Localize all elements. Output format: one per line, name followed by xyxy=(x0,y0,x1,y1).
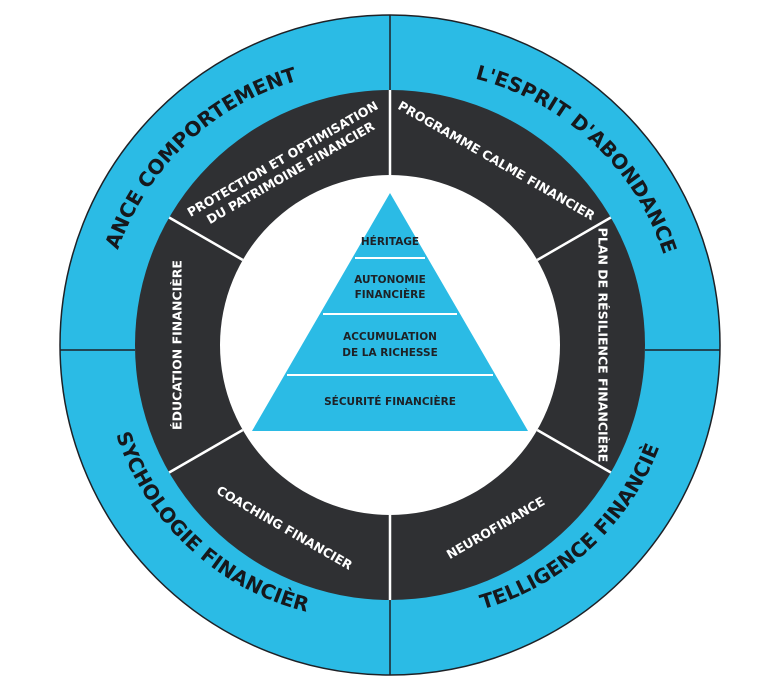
middle-label-plan-line-1: PLAN DE RÉSILIENCE FINANCIÈRE xyxy=(596,228,611,463)
middle-divider-5 xyxy=(168,428,244,474)
middle-divider-3 xyxy=(536,428,612,474)
middle-ring-dividers xyxy=(168,90,612,600)
pyramid-level-autonomie-2: FINANCIÈRE xyxy=(355,288,426,301)
pyramid-shape xyxy=(252,193,528,431)
middle-segment-plan: PLAN DE RÉSILIENCE FINANCIÈRE xyxy=(596,228,611,463)
pyramid-level-securite: SÉCURITÉ FINANCIÈRE xyxy=(324,395,456,408)
pyramid-level-heritage: HÉRITAGE xyxy=(361,235,419,248)
pyramid-level-accumulation-1: ACCUMULATION xyxy=(343,331,437,343)
middle-segment-education: ÉDUCATION FINANCIÈRE xyxy=(170,260,185,430)
middle-label-education-line-1: ÉDUCATION FINANCIÈRE xyxy=(170,260,185,430)
middle-divider-6 xyxy=(168,216,244,262)
pyramid-level-autonomie-1: AUTONOMIE xyxy=(354,274,426,286)
pyramid-level-accumulation-2: DE LA RICHESSE xyxy=(342,347,438,359)
middle-divider-2 xyxy=(536,216,612,262)
pyramid: HÉRITAGE AUTONOMIE FINANCIÈRE ACCUMULATI… xyxy=(252,193,528,431)
